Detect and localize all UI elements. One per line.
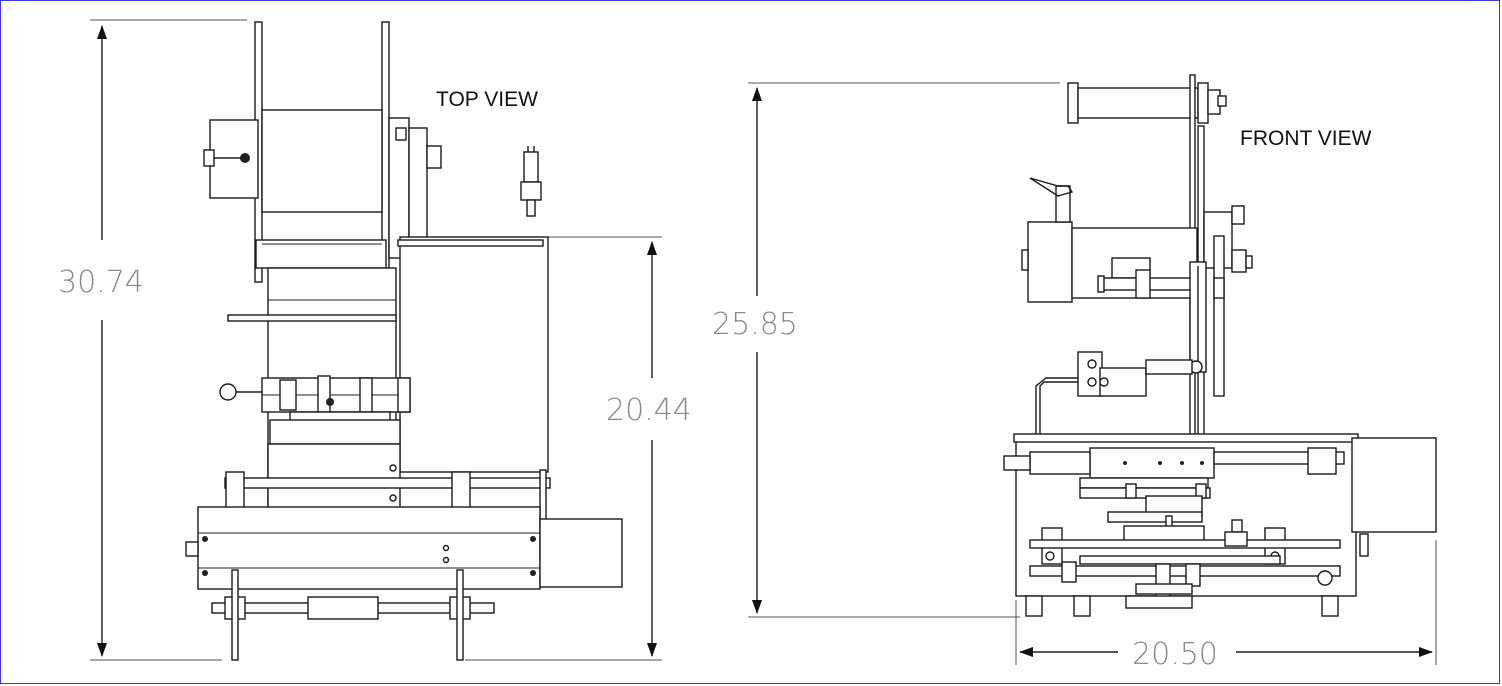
- dim-top-overall-height: 30.74: [58, 265, 144, 300]
- top-view-drawing: [90, 19, 662, 661]
- dim-front-overall-height: 25.85: [712, 307, 798, 342]
- dimension-lines: [97, 25, 1433, 657]
- front-view-label: FRONT VIEW: [1240, 127, 1372, 150]
- dim-front-width: 20.50: [1132, 637, 1218, 672]
- front-view-drawing: [748, 74, 1437, 665]
- top-view-label: TOP VIEW: [436, 88, 538, 111]
- dim-top-body-height: 20.44: [606, 393, 692, 428]
